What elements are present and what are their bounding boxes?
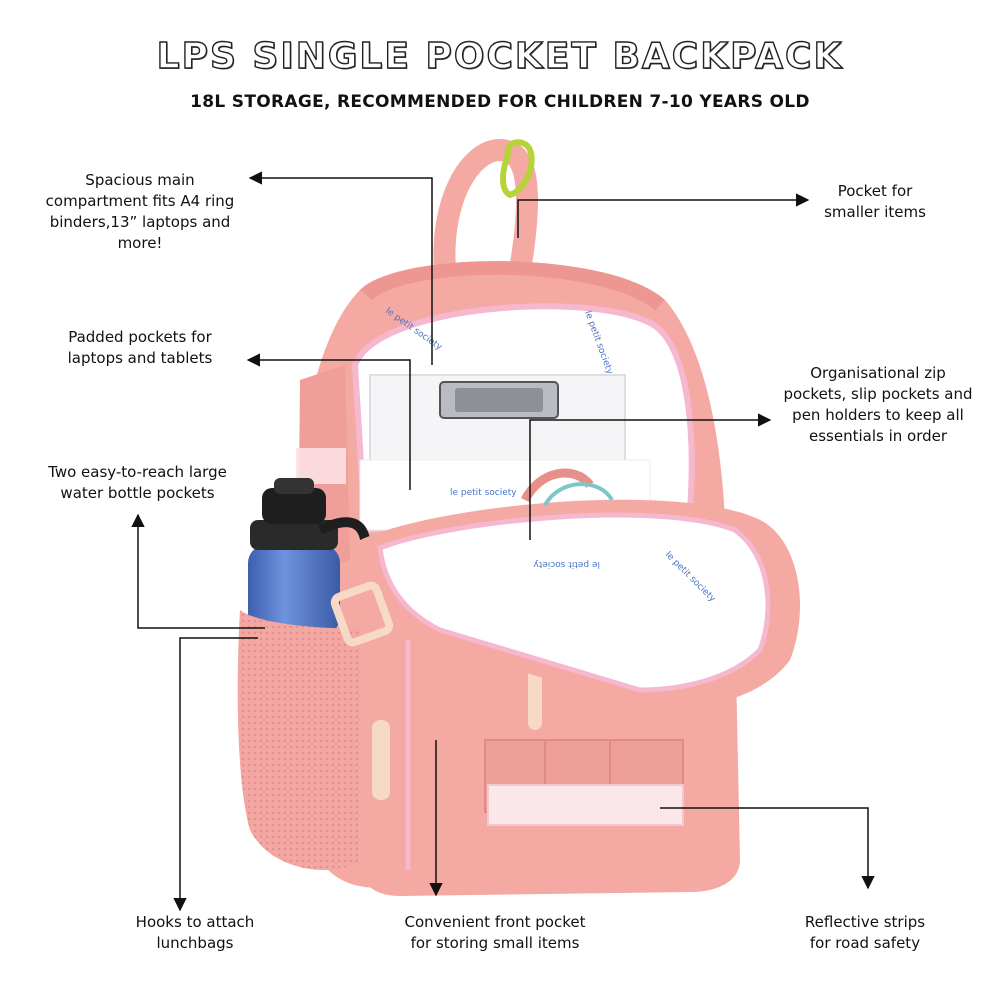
callout-reflective: Reflective strips for road safety [804, 913, 926, 952]
svg-text:le petit society: le petit society [450, 488, 517, 498]
leader-reflective [660, 807, 875, 890]
callout-front-pocket: Convenient front pocket for storing smal… [404, 913, 586, 952]
page-title: LPS SINGLE POCKET BACKPACK [156, 35, 844, 77]
leader-padded-pockets [246, 353, 411, 490]
callout-hooks: Hooks to attach lunchbags [135, 913, 255, 952]
page-subtitle: 18L STORAGE, RECOMMENDED FOR CHILDREN 7-… [190, 92, 810, 112]
leader-bottle-pockets [131, 513, 265, 629]
leader-hooks [173, 637, 258, 912]
water-bottle [248, 478, 371, 635]
carabiner-icon [500, 139, 535, 199]
callout-smaller-items: Pocket for smaller items [824, 182, 926, 221]
callout-organisational: Organisational zip pockets, slip pockets… [783, 364, 973, 445]
side-mesh-pocket [237, 610, 370, 870]
leader-smaller-items [517, 193, 810, 238]
leader-organisational [529, 413, 772, 540]
callout-bottle-pockets: Two easy-to-reach large water bottle poc… [48, 463, 227, 502]
leader-main-compartment [248, 171, 433, 365]
callout-main-compartment: Spacious main compartment fits A4 ring b… [45, 171, 235, 252]
reflective-strip [487, 784, 684, 826]
backpack [237, 138, 800, 896]
top-handle [433, 138, 539, 281]
callout-leaders [131, 171, 875, 912]
svg-text:le petit society: le petit society [533, 559, 600, 569]
callout-padded-pockets: Padded pockets for laptops and tablets [67, 328, 213, 367]
